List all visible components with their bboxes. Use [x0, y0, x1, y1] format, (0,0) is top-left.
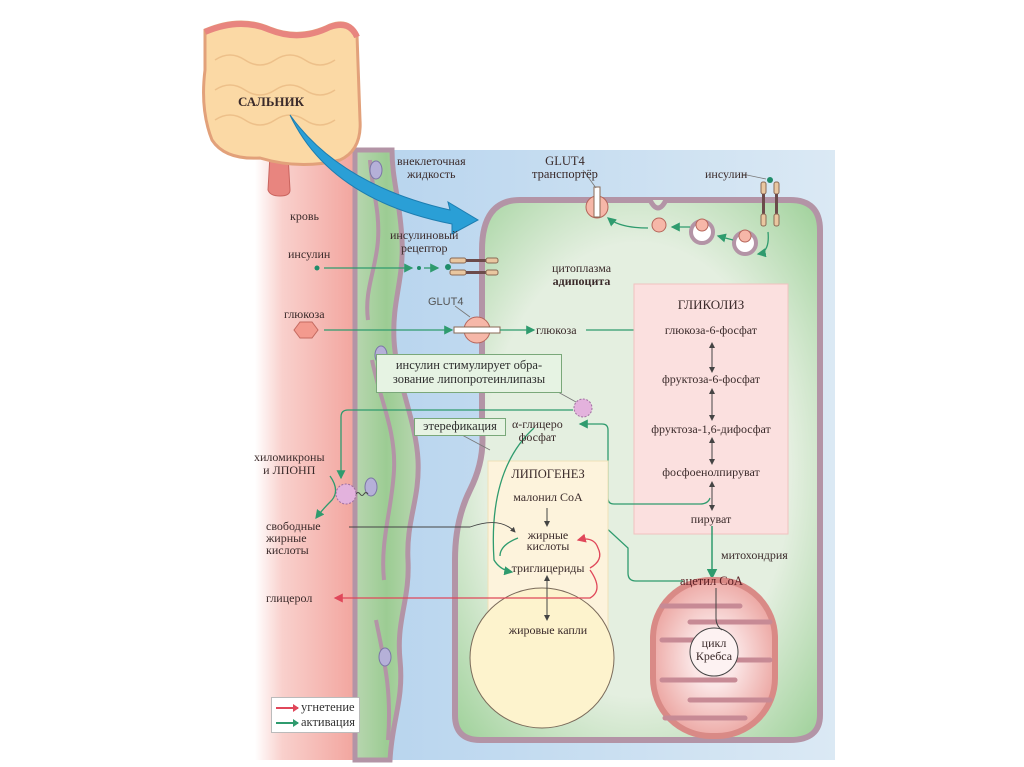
- acetyl-coa-label: ацетил СоА: [680, 574, 743, 588]
- glucose-molecule: [293, 321, 319, 339]
- esterification-label: этерефикация: [414, 418, 506, 436]
- blood-region: [255, 150, 365, 760]
- endothelial-nucleus: [378, 647, 392, 667]
- alpha-glycerophosphate-label: α-глицеро фосфат: [512, 417, 563, 444]
- glycolysis-step: фруктоза-1,6-дифосфат: [651, 422, 771, 436]
- insulin-blood-label: инсулин: [288, 247, 331, 261]
- glut4-translocation: [585, 186, 769, 258]
- omentum-label: САЛЬНИК: [238, 94, 305, 109]
- glycolysis-step: фосфоенолпируват: [662, 465, 760, 479]
- extracellular-fluid-label: внеклеточная жидкость: [397, 154, 466, 181]
- inhibition-arrow-icon: [276, 703, 299, 712]
- mitochondria-label: митохондрия: [721, 548, 788, 562]
- esterification-arrow: [492, 427, 535, 576]
- glycolysis-step: пируват: [690, 512, 732, 526]
- ffa-uptake-arrow: [349, 522, 516, 533]
- krebs-cycle-label: цикл Кребса: [695, 636, 733, 663]
- insulin-receptor-top: [760, 177, 780, 227]
- activation-arrow-icon: [276, 718, 299, 727]
- pep-to-glycerophosphate-arrow: [578, 419, 711, 505]
- endothelium-fold: [370, 359, 397, 581]
- lpl-activation-arrow: [336, 409, 573, 480]
- fatty-acids-label: жирные кислоты: [526, 528, 570, 553]
- glycerol-label: глицерол: [266, 591, 313, 605]
- big-flow-arrow: [289, 114, 480, 235]
- free-fatty-acids-label: свободные жирные кислоты: [266, 519, 321, 557]
- blood-label: кровь: [290, 209, 319, 223]
- glut4-pointer: [454, 305, 471, 318]
- cytoplasm-label: цитоплазма адипоцита: [552, 261, 612, 288]
- insulin-receptor-illustration: [445, 257, 499, 276]
- lipoprotein-lipase: [573, 398, 593, 418]
- endothelium-fold: [374, 619, 392, 741]
- lpl-callout-pointer: [557, 391, 577, 403]
- chylomicrons-label: хиломикроны и ЛПОНП: [254, 450, 325, 477]
- glycolysis-step: фруктоза-6-фосфат: [661, 372, 760, 386]
- lpl-on-endothelium: [335, 483, 357, 505]
- tg-to-fa-inhibition-arrow: [576, 533, 601, 569]
- lpl-anchor: [355, 492, 369, 496]
- insulin-molecule: [314, 265, 320, 271]
- endothelial-nucleus: [369, 160, 383, 180]
- lipogenesis-title: ЛИПОГЕНЕЗ: [511, 467, 585, 481]
- insulin-top-label: инсулин: [705, 167, 748, 181]
- glut4-top-pointer: [582, 169, 597, 189]
- ffa-release-arrow: [315, 475, 337, 520]
- fat-droplet: [469, 587, 615, 729]
- glycolysis-box: [633, 283, 789, 535]
- insulin-molecule: [417, 266, 421, 270]
- glucose-cell-label: глюкоза: [536, 323, 577, 337]
- glut4-transporter-label: GLUT4 транспортёр: [532, 154, 598, 181]
- glut4-label: GLUT4: [428, 296, 464, 308]
- acetylcoa-to-krebs-line: [715, 588, 723, 631]
- malonyl-coa-label: малонил СоА: [513, 490, 583, 504]
- insulin-top-pointer: [741, 173, 767, 180]
- lpl-callout: инсулин стимулирует обра- зование липопр…: [376, 354, 562, 393]
- glucose-blood-label: глюкоза: [284, 307, 325, 321]
- esterification-pointer: [461, 434, 491, 451]
- acetylcoa-to-malonyl-arrow: [575, 499, 683, 582]
- legend-item-inhibition: угнетение: [276, 700, 355, 715]
- insulin-receptor-label: инсулиновый рецептор: [390, 228, 459, 255]
- fa-esterification-branch: [499, 537, 519, 557]
- glycolysis-step: глюкоза-6-фосфат: [664, 323, 758, 337]
- endothelium: [352, 147, 421, 763]
- legend: угнетение активация: [271, 697, 361, 733]
- endothelial-nucleus: [364, 477, 378, 497]
- omentum-illustration: [202, 20, 362, 197]
- mitochondrion: [650, 577, 778, 739]
- legend-item-activation: активация: [276, 715, 355, 730]
- glycerol-release-arrow: [333, 569, 598, 603]
- fat-droplets-label: жировые капли: [508, 623, 588, 637]
- glycolysis-title: ГЛИКОЛИЗ: [677, 297, 745, 312]
- triglycerides-label: триглицериды: [511, 561, 585, 575]
